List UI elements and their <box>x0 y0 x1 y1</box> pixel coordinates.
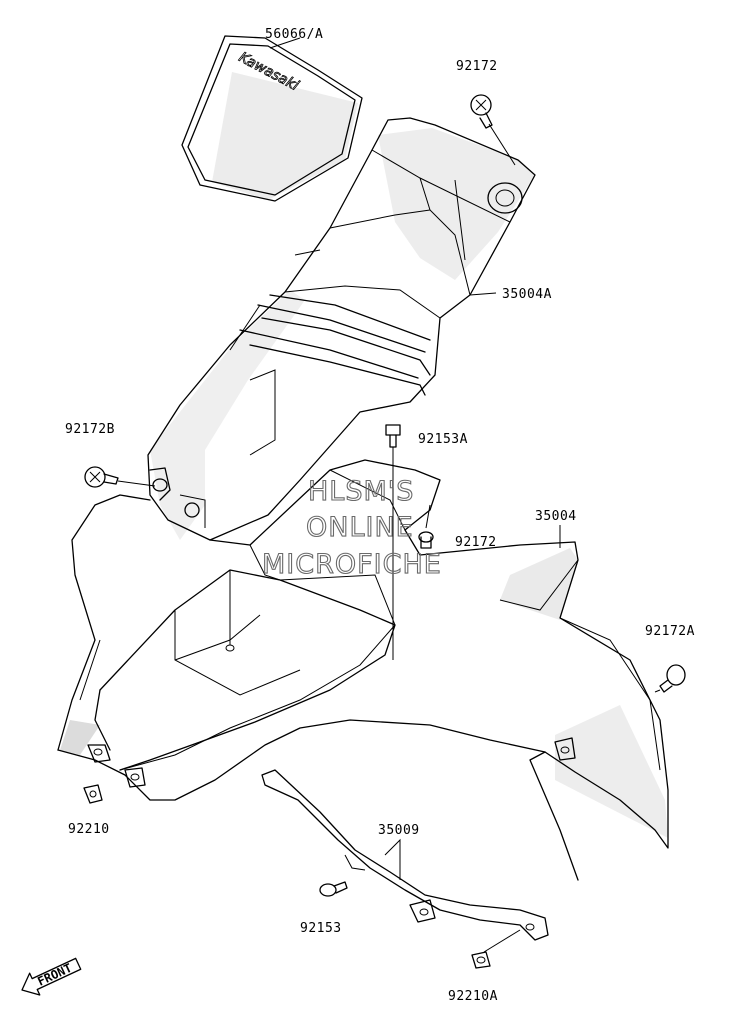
screw-92172-center[interactable] <box>418 504 434 549</box>
watermark-line-2: ONLINE <box>306 512 414 543</box>
nut-92210-left[interactable] <box>83 784 103 804</box>
front-fender[interactable] <box>57 459 669 881</box>
bolt-92153a-center[interactable] <box>385 424 401 660</box>
front-direction-badge: FRONT <box>21 957 82 996</box>
label-35009: 35009 <box>378 823 420 838</box>
label-35004a: 35004A <box>502 287 552 302</box>
label-92172-center: 92172 <box>455 535 497 550</box>
label-92210: 92210 <box>68 822 110 837</box>
label-56066a: 56066/A <box>265 27 323 42</box>
leader-lines <box>269 37 561 880</box>
label-92210a: 92210A <box>448 989 498 1004</box>
front-badge-text: FRONT <box>35 961 74 989</box>
watermark-line-3: MICROFICHE <box>262 549 442 580</box>
bolt-92153-bottom[interactable] <box>319 881 348 897</box>
label-92172a: 92172A <box>645 624 695 639</box>
fender-stay[interactable] <box>261 769 549 941</box>
screw-92172-top[interactable] <box>470 94 516 166</box>
decal-kawasaki[interactable]: Kawasaki <box>181 35 363 202</box>
label-92153: 92153 <box>300 921 342 936</box>
label-92153a: 92153A <box>418 432 468 447</box>
screw-92172a-right[interactable] <box>654 664 686 693</box>
front-cover[interactable] <box>147 117 536 541</box>
part-labels: 56066/A 92172 35004A 92172B 92153A 35004… <box>65 27 695 1004</box>
screw-92172b-left[interactable] <box>84 466 156 488</box>
nut-92210a-bottom[interactable] <box>471 929 521 969</box>
label-92172-top: 92172 <box>456 59 498 74</box>
label-35004: 35004 <box>535 509 577 524</box>
watermark: HLSM'S ONLINE MICROFICHE <box>261 475 442 580</box>
label-92172b: 92172B <box>65 422 115 437</box>
watermark-line-1: HLSM'S <box>308 476 414 507</box>
